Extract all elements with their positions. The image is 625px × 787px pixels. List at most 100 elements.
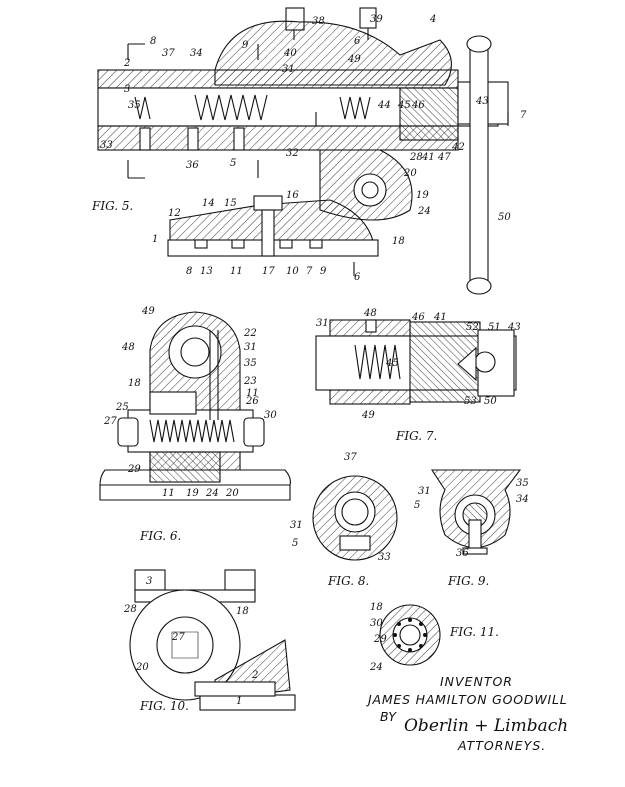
reference-numeral: 24 [205,488,219,499]
reference-numeral: 37 [344,452,357,463]
reference-numeral: 13 [200,266,213,277]
reference-numeral: 15 [224,198,237,209]
fig8-label: FIG. 8. [327,574,369,588]
reference-numeral: 27 [103,416,117,427]
reference-numeral: 48 [121,342,135,353]
reference-numeral: 41 [421,152,435,163]
reference-numeral: 24 [417,206,431,217]
reference-numeral: 9 [242,40,249,51]
reference-numeral: 2 [251,670,258,681]
figure-11-cross-section [379,604,441,666]
reference-numeral: 3 [146,576,152,587]
reference-numeral: 36 [186,160,199,171]
reference-numeral: 38 [312,16,325,27]
figure-10-side-view [129,569,296,711]
reference-numeral: 30 [264,410,277,421]
reference-numeral: 50 [498,212,511,223]
reference-numeral: 24 [369,662,383,673]
reference-numeral: 46 [411,100,425,111]
reference-numeral: 11 [230,266,243,277]
fig7-label: FIG. 7. [395,429,437,443]
reference-numeral: 34 [516,494,529,505]
reference-numeral: 33 [378,552,391,563]
fig9-label: FIG. 9. [447,574,489,588]
inventor-name: JAMES HAMILTON GOODWILL [368,692,568,707]
reference-numeral: 10 [286,266,299,277]
fig10-label: FIG. 10. [139,699,189,713]
attorney-signature: Oberlin + Limbach [404,716,569,736]
reference-numeral: 49 [347,54,361,65]
reference-numeral: 31 [282,64,295,75]
figure-6-cross-section [99,311,291,501]
reference-numeral: 18 [370,602,383,613]
figure-9-cross-section [430,469,522,555]
reference-numeral: 47 [437,152,451,163]
reference-numeral: 8 [186,266,192,277]
reference-numeral: 11 [246,388,259,399]
reference-numeral: 5 [230,158,236,169]
reference-numeral: 49 [361,410,375,421]
reference-numeral: 1 [152,234,158,245]
reference-numeral: 26 [245,396,259,407]
reference-numeral: 37 [162,48,175,59]
reference-numeral: 7 [520,110,527,121]
reference-numeral: 17 [262,266,275,277]
figure-5-vise-section [97,7,509,295]
reference-numeral: 45 [385,358,399,369]
reference-numeral: 27 [171,632,185,643]
reference-numeral: 18 [128,378,141,389]
reference-numeral: 39 [370,14,383,25]
reference-numeral: 41 [433,312,447,323]
reference-numeral: 35 [516,478,529,489]
reference-numeral: 23 [243,376,257,387]
reference-numeral: 16 [286,190,299,201]
reference-numeral: 49 [141,306,155,317]
reference-numeral: 20 [225,488,239,499]
reference-numeral: 8 [150,36,156,47]
figure-7-detail [315,319,517,405]
reference-numeral: 22 [243,328,257,339]
reference-numeral: 46 [411,312,425,323]
reference-numeral: 18 [392,236,405,247]
reference-numeral: 6 [354,36,361,47]
inventor-heading: INVENTOR [440,674,513,689]
reference-numeral: 1 [236,696,242,707]
reference-numeral: 4 [429,14,436,25]
reference-numeral: 31 [418,486,431,497]
attorneys-label: ATTORNEYS. [458,738,547,753]
reference-numeral: 29 [373,634,387,645]
reference-numeral: 45 [397,100,411,111]
reference-numeral: 5 [292,538,298,549]
reference-numeral: 35 [244,358,257,369]
reference-numeral: 48 [363,308,377,319]
reference-numeral: 43 [507,322,521,333]
reference-numeral: 12 [168,208,181,219]
reference-numeral: 31 [244,342,257,353]
fig11-label: FIG. 11. [449,625,499,639]
reference-numeral: 53 [464,396,477,407]
reference-numeral: 11 [162,488,175,499]
by-label: BY [380,709,396,724]
reference-numeral: 19 [186,488,199,499]
reference-numeral: 52 [466,322,479,333]
reference-numeral: 20 [403,168,417,179]
reference-numeral: 50 [484,396,497,407]
reference-numeral: 14 [202,198,215,209]
reference-numeral: 28 [123,604,137,615]
reference-numeral: 32 [286,148,299,159]
reference-numeral: 31 [316,318,329,329]
reference-numeral: 25 [115,402,129,413]
reference-numeral: 42 [451,142,465,153]
reference-numeral: 36 [456,548,469,559]
reference-numeral: 18 [236,606,249,617]
figure-8-cross-section [312,475,398,561]
fig5-label: FIG. 5. [91,199,133,213]
reference-numeral: 40 [283,48,297,59]
reference-numeral: 7 [306,266,313,277]
fig6-label: FIG. 6. [139,529,181,543]
reference-numeral: 19 [416,190,429,201]
reference-numeral: 31 [290,520,303,531]
reference-numeral: 34 [190,48,203,59]
